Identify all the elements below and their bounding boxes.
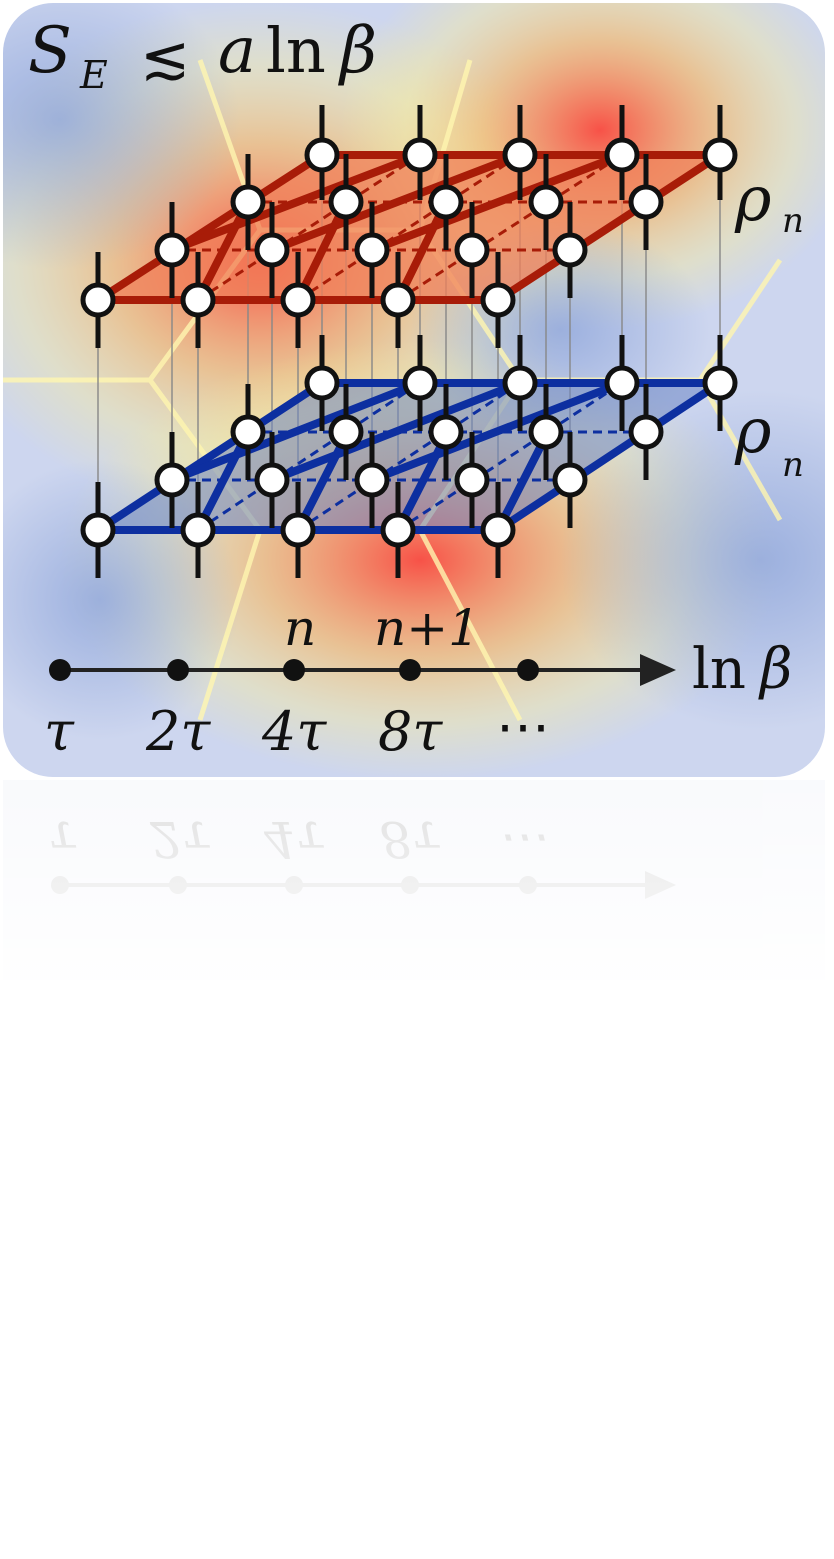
axis-label-n-plus-1: n+1	[374, 599, 480, 657]
rho-label-bottom: ρ n	[734, 394, 804, 485]
title-E-subscript: E	[79, 53, 108, 97]
svg-text:ρ: ρ	[734, 162, 771, 235]
tick-tau: τ	[44, 700, 75, 763]
title-a: a	[218, 14, 256, 88]
tick-ellipsis: ⋯	[496, 695, 550, 758]
title-ln: ln	[266, 14, 326, 87]
title-beta: β	[338, 14, 377, 88]
tensor-network-diagram: τ 2τ 4τ 8τ ⋯ S E ≲ a ln β	[0, 3, 834, 1000]
svg-text:n: n	[782, 201, 804, 241]
tick-2tau: 2τ	[145, 700, 211, 763]
title-leq: ≲	[140, 23, 190, 93]
time-axis: n n+1 τ 2τ 4τ 8τ ⋯ ln β	[44, 599, 792, 763]
title-formula: S E ≲ a ln β	[28, 14, 377, 97]
axis-label-n: n	[284, 599, 316, 657]
svg-text:ρ: ρ	[734, 394, 771, 467]
axis-label-ln: ln	[692, 637, 746, 702]
bottom-layer	[83, 335, 735, 578]
tick-4tau: 4τ	[261, 700, 327, 763]
title-S: S	[28, 14, 72, 88]
axis-label-beta: β	[758, 637, 792, 702]
tick-8tau: 8τ	[378, 700, 443, 763]
axis-points	[49, 659, 539, 681]
rho-label-top: ρ n	[734, 162, 804, 241]
top-layer	[83, 105, 735, 348]
svg-text:n: n	[782, 445, 804, 485]
arrow-head-icon	[640, 654, 676, 686]
